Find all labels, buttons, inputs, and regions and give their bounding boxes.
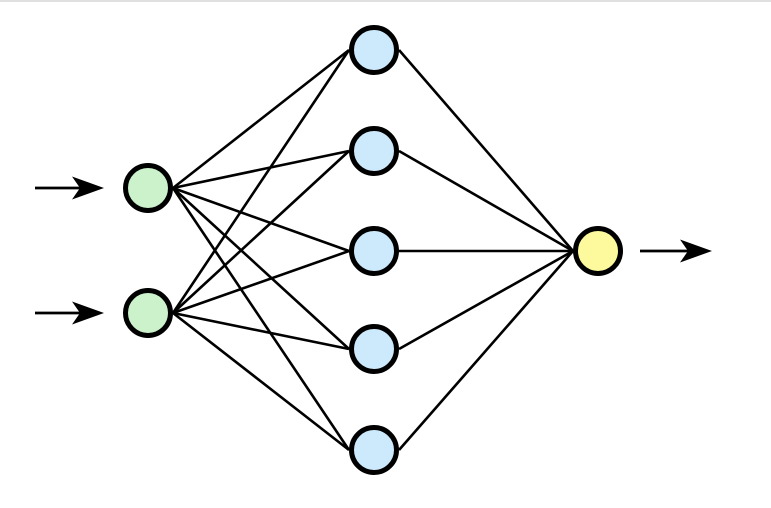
edge-i1-h1 — [172, 48, 350, 190]
output-arrow-head — [680, 239, 712, 263]
edge-i2-h2 — [172, 150, 350, 314]
hidden-node-5 — [349, 425, 399, 475]
input-node-1 — [123, 163, 173, 213]
hidden-node-4 — [349, 324, 399, 374]
edge-i1-h2 — [172, 149, 350, 190]
edge-i1-h3 — [172, 186, 350, 253]
edge-h2-o1 — [398, 149, 574, 253]
edge-i1-h4 — [172, 187, 350, 350]
input-arrow-1-head — [72, 176, 104, 200]
window-top-border — [0, 0, 771, 2]
edges-group — [171, 48, 574, 452]
arrows-group — [35, 176, 712, 325]
input-arrow-2-head — [72, 301, 104, 325]
edge-h5-o1 — [398, 250, 574, 451]
output-arrow-icon — [640, 239, 712, 263]
hidden-node-1 — [349, 25, 399, 75]
input-arrow-2-icon — [35, 301, 104, 325]
input-node-2 — [123, 288, 173, 338]
edge-h1-o1 — [398, 49, 574, 252]
edge-h4-o1 — [398, 249, 574, 351]
edge-i1-h5 — [171, 187, 351, 451]
output-node-1 — [573, 226, 623, 276]
edge-i2-h1 — [171, 49, 351, 314]
edge-i2-h4 — [172, 311, 350, 351]
nodes-group — [123, 25, 623, 475]
edge-i2-h3 — [172, 249, 350, 315]
hidden-node-3 — [349, 226, 399, 276]
hidden-node-2 — [349, 126, 399, 176]
edge-i2-h5 — [172, 311, 350, 452]
input-arrow-1-icon — [35, 176, 104, 200]
